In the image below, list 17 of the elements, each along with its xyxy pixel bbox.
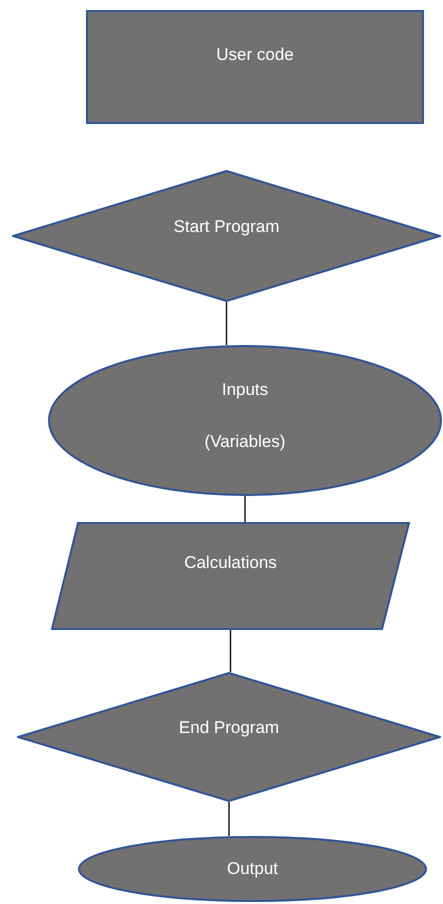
node-label: Inputs [222,379,268,401]
connector-line [228,802,230,836]
connector-line [226,302,228,345]
output-ellipse [78,836,427,902]
node-label: Output [226,858,278,880]
decision-diamond [17,672,441,802]
data-parallelogram [51,522,410,630]
node-label: End Program [178,717,280,739]
process-box [86,10,424,124]
node-label: User code [216,44,294,66]
connector-line [230,630,232,672]
decision-diamond [12,170,441,302]
node-label: (Variables) [204,431,286,453]
node-label: Calculations [184,552,277,574]
input-ellipse [48,345,442,496]
node-label: Start Program [174,216,280,238]
connector-line [244,496,246,522]
